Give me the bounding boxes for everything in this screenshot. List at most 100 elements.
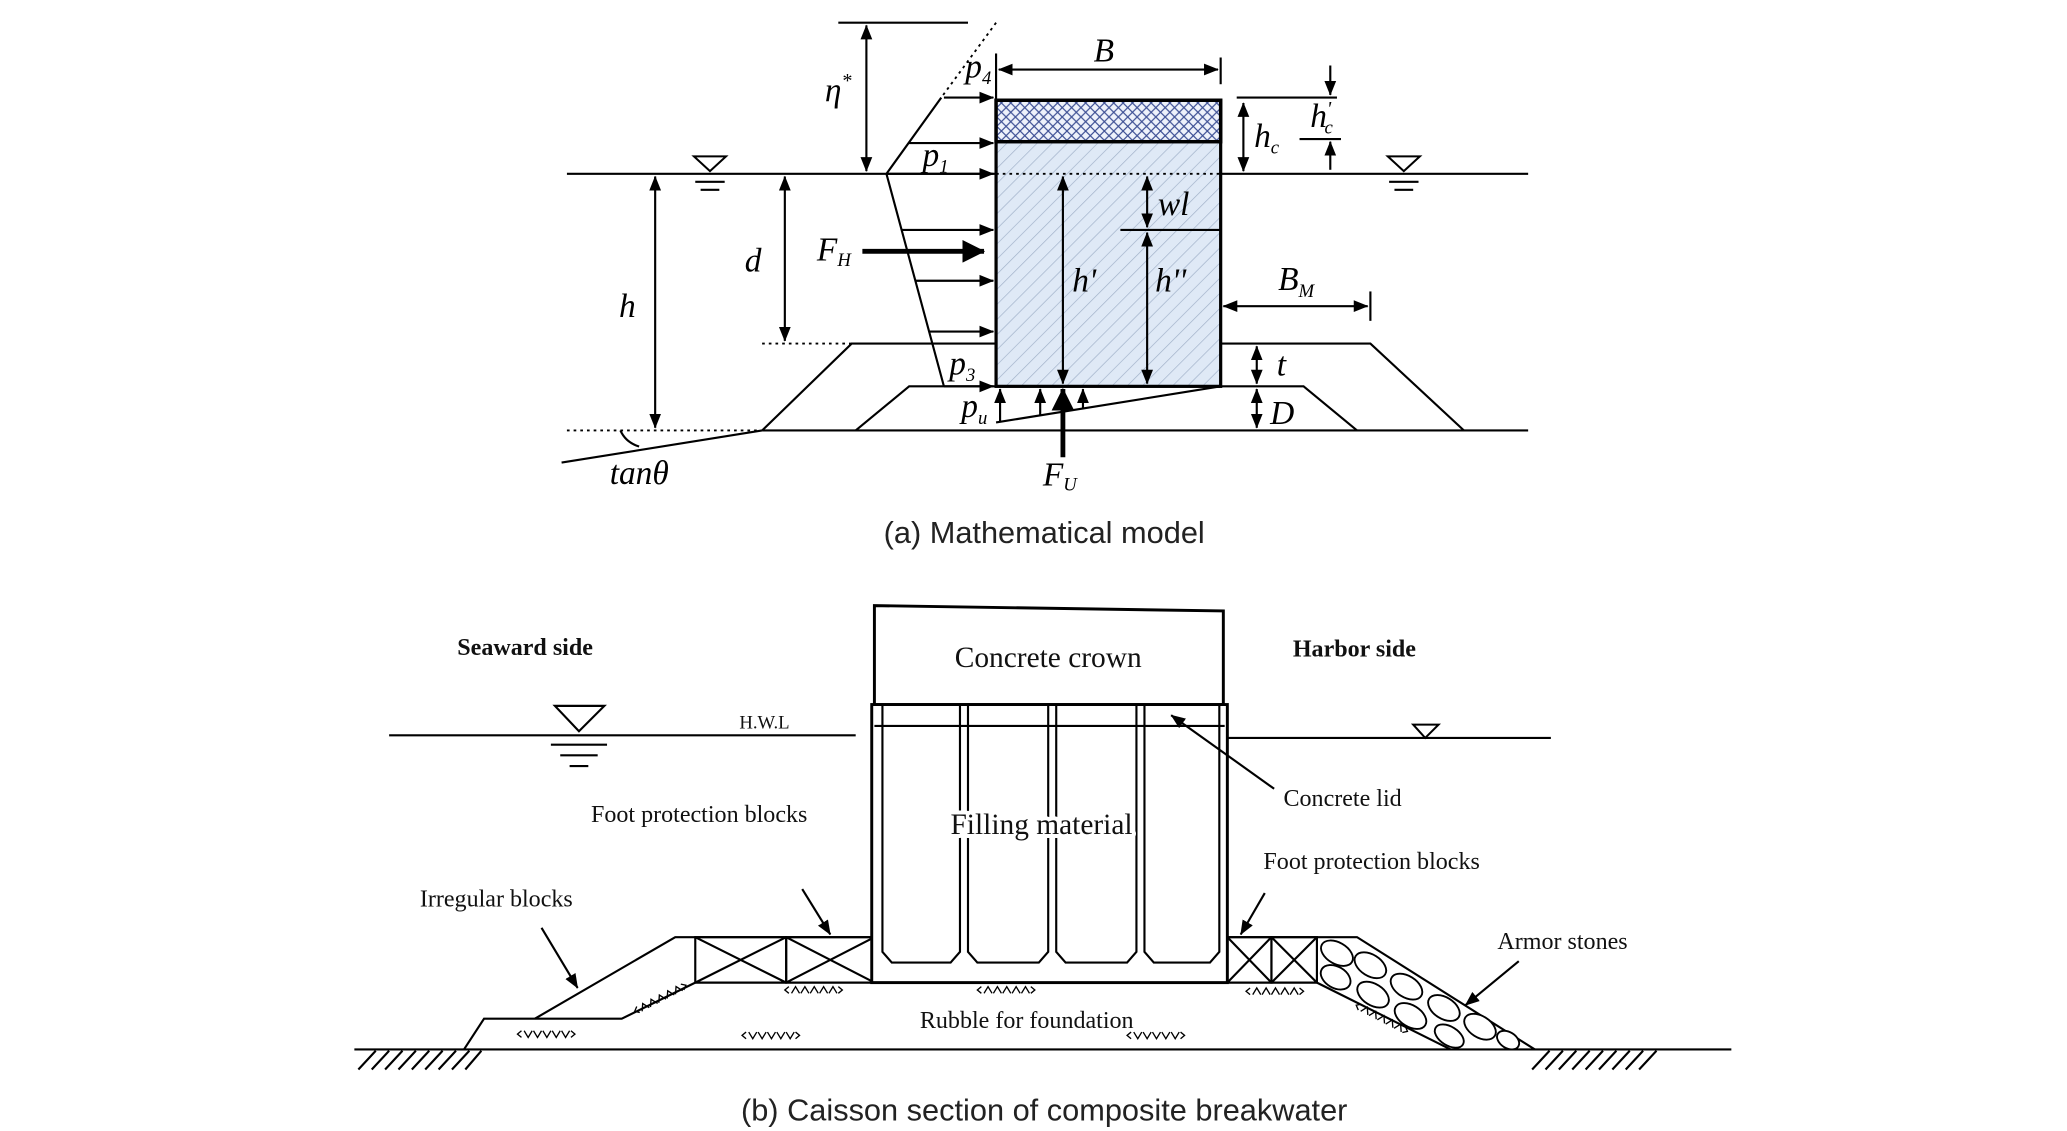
foot-blocks-right-leader [1239, 892, 1266, 936]
uplift-envelope [995, 385, 1221, 424]
panel-caisson-section: Seaward side Harbor side H.W.L Concrete … [354, 604, 1732, 1127]
symbol-labels: B η* p4 p1 p3 pu FH FU h d hc h'c wl h' … [610, 32, 1334, 495]
label-hc-sub: c [1271, 138, 1280, 159]
label-fh: FH [816, 232, 852, 271]
panel-mathematical-model: B η* p4 p1 p3 pu FH FU h d hc h'c wl h' … [561, 21, 1529, 550]
label-hwl: H.W.L [739, 713, 789, 734]
label-hc-prime: h'c [1310, 98, 1333, 139]
rubble-hatch-mark [633, 983, 687, 1014]
slope-angle-arc [619, 430, 640, 448]
ground-hatch-left [357, 1050, 483, 1071]
caisson-cell [966, 704, 1050, 964]
uplift-pressure-diagram [994, 385, 1221, 458]
rubble-hatch-mark [976, 985, 1036, 994]
label-wl: wl [1158, 186, 1190, 223]
label-concrete-lid: Concrete lid [1283, 786, 1401, 812]
water-level-icon [550, 704, 608, 768]
label-p4: p4 [963, 49, 991, 90]
label-concrete-crown: Concrete crown [955, 642, 1142, 674]
water-level-icon [1385, 155, 1423, 191]
label-d-embed: D [1269, 395, 1294, 432]
label-p4-sub: 4 [982, 68, 991, 89]
label-fu: FU [1042, 456, 1078, 495]
label-pu-base: p [959, 388, 978, 425]
rubble-hatch-mark [783, 985, 844, 994]
rubble-hatch-marks [516, 983, 1409, 1041]
label-h-double-prime: h'' [1155, 262, 1187, 299]
label-foot-protection-left: Foot protection blocks [591, 802, 807, 828]
foot-blocks-left-leader [801, 888, 832, 936]
mound-inner-right [1220, 385, 1358, 432]
label-rubble-foundation: Rubble for foundation [920, 1008, 1134, 1034]
label-armor-stones: Armor stones [1497, 929, 1627, 955]
label-tan-theta: tanθ [610, 455, 669, 492]
label-p3: p3 [947, 345, 975, 386]
ground-hatch-right [1531, 1050, 1658, 1071]
mound-outer-right [1220, 342, 1465, 432]
label-h: h [619, 288, 636, 325]
caisson-crown [994, 98, 1223, 144]
label-hc-prime-sub: c [1325, 118, 1334, 139]
water-levels [389, 704, 1551, 768]
caisson-cell [881, 704, 962, 964]
seabed [561, 429, 1529, 464]
pressure-extension-dotted [940, 22, 997, 99]
label-seaward-side: Seaward side [457, 635, 593, 661]
label-hc-prime-sup: ' [1327, 98, 1332, 120]
caisson-cell [1055, 704, 1138, 964]
label-foot-protection-right: Foot protection blocks [1263, 849, 1479, 875]
label-fh-base: F [816, 232, 838, 269]
label-pu-sub: u [978, 408, 987, 429]
label-bm: BM [1278, 261, 1315, 302]
label-bm-base: B [1278, 261, 1298, 298]
label-fh-sub: H [836, 250, 852, 271]
label-p1-sub: 1 [939, 156, 948, 177]
label-d: d [745, 242, 762, 279]
label-p1-base: p [921, 137, 940, 174]
rubble-hatch-mark [1245, 986, 1305, 996]
rubble-hatch-mark [1355, 1003, 1409, 1034]
armor-stones [1319, 939, 1521, 1051]
label-p3-base: p [947, 345, 966, 382]
dimension-lines [649, 21, 1372, 429]
label-p3-sub: 3 [965, 365, 975, 386]
foot-protection-blocks-right [1226, 936, 1318, 984]
label-hc-prime-base: h [1310, 98, 1327, 135]
rubble-hatch-mark [741, 1031, 801, 1041]
foot-protection-blocks-left [694, 936, 876, 984]
water-level-icon [691, 155, 729, 191]
caption-panel-b: (b) Caisson section of composite breakwa… [741, 1092, 1347, 1127]
mound-harbor [1226, 936, 1536, 1051]
caisson-body-outline [870, 703, 1229, 985]
seabed-slope-line [561, 429, 763, 464]
leader-arrows [540, 714, 1520, 1007]
caption-panel-a: (a) Mathematical model [884, 515, 1205, 550]
irregular-blocks-leader [540, 927, 579, 989]
label-pu: pu [959, 388, 987, 429]
rubble-hatch-mark [516, 1030, 576, 1039]
ground [354, 1048, 1732, 1071]
label-b: B [1094, 32, 1114, 69]
label-hc-base: h [1254, 118, 1271, 155]
water-level-icon [1410, 723, 1441, 740]
label-p4-base: p [963, 49, 982, 86]
label-p1: p1 [921, 137, 949, 178]
label-irregular-blocks: Irregular blocks [420, 886, 573, 912]
label-fu-base: F [1042, 456, 1064, 493]
wave-pressure-diagram [862, 22, 997, 393]
armor-stones-leader [1464, 960, 1520, 1007]
section-labels: Seaward side Harbor side H.W.L Concrete … [420, 635, 1628, 1034]
caisson-section [870, 604, 1229, 985]
caisson-body [994, 98, 1223, 388]
concrete-lid-leader [1170, 714, 1275, 790]
caisson-cell [1143, 704, 1221, 964]
caisson-model [994, 98, 1223, 388]
label-bm-sub: M [1298, 281, 1316, 302]
label-eta: η* [825, 70, 853, 110]
label-eta-base: η [825, 73, 842, 110]
label-eta-sup: * [842, 70, 853, 92]
label-harbor-side: Harbor side [1293, 636, 1416, 662]
rubble-hatch-mark [1126, 1031, 1186, 1041]
label-t: t [1277, 347, 1287, 384]
